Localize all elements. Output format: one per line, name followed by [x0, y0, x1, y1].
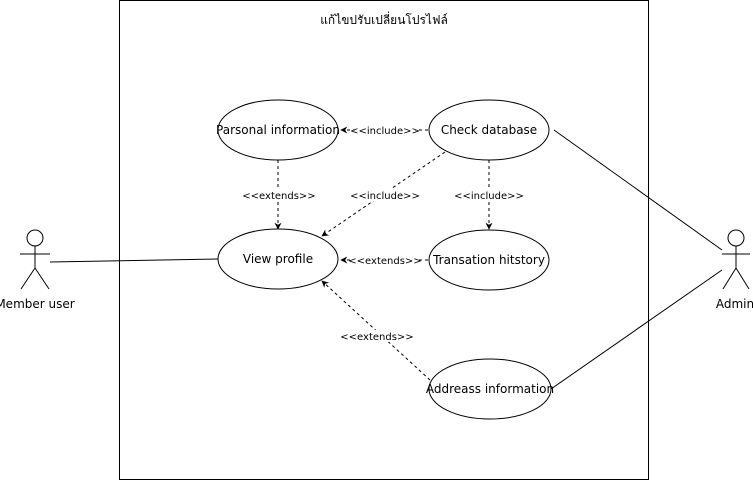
svg-text:<<extends>>: <<extends>> [348, 256, 421, 267]
actor-admin-label: Admin [716, 297, 753, 311]
svg-text:View profile: View profile [243, 252, 313, 266]
actor-admin[interactable]: Admin [716, 229, 753, 311]
svg-text:<<include>>: <<include>> [454, 191, 524, 202]
association-admin-address [550, 269, 723, 390]
system-boundary [119, 0, 649, 480]
label-check-view: <<include>> [350, 189, 420, 202]
actor-member-user[interactable]: Member user [0, 229, 75, 311]
label-check-personal: <<include>> [350, 124, 420, 137]
use-case-view-profile[interactable]: View profile [217, 228, 339, 290]
label-check-transaction: <<include>> [454, 189, 524, 202]
svg-text:<<extends>>: <<extends>> [340, 332, 413, 343]
use-case-address-information[interactable]: Addreass information [426, 358, 554, 420]
svg-text:Parsonal information: Parsonal information [216, 123, 340, 137]
svg-text:Addreass information: Addreass information [426, 382, 554, 396]
svg-text:<<include>>: <<include>> [350, 126, 420, 137]
svg-text:<<include>>: <<include>> [350, 191, 420, 202]
svg-text:Transation hitstory: Transation hitstory [432, 253, 545, 267]
label-personal-view: <<extends>> [242, 189, 316, 202]
label-address-view: <<extends>> [340, 330, 414, 343]
label-transaction-view: <<extends>> [348, 254, 422, 267]
use-case-personal-information[interactable]: Parsonal information [216, 99, 340, 161]
association-admin-check [553, 129, 723, 251]
stick-figure-icon [20, 229, 50, 290]
svg-text:Check database: Check database [441, 123, 537, 137]
system-title: แก้ไขปรับเปลี่ยนโปรไฟล์ [320, 11, 448, 27]
use-case-transaction-history[interactable]: Transation hitstory [428, 229, 550, 291]
actor-member-label: Member user [0, 297, 75, 311]
association-member-view [49, 258, 219, 263]
use-case-check-database[interactable]: Check database [428, 99, 550, 161]
svg-text:<<extends>>: <<extends>> [242, 191, 315, 202]
stick-figure-icon [722, 229, 750, 290]
